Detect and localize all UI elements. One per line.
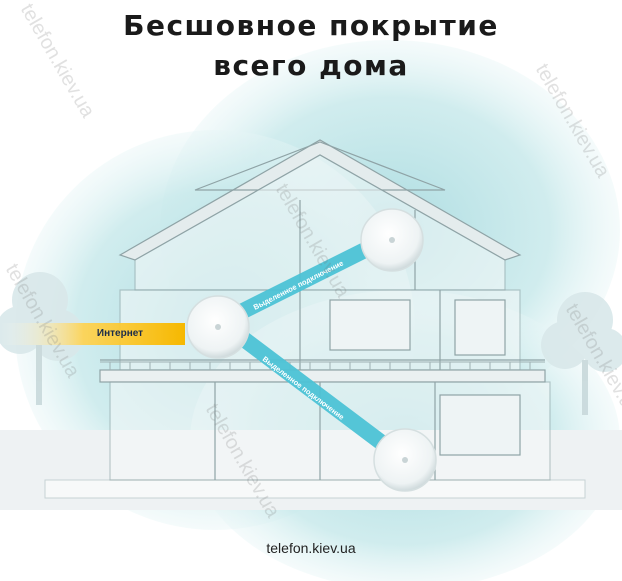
balcony-railing xyxy=(100,361,545,370)
title-line-1: Бесшовное покрытие xyxy=(123,9,499,42)
tree-right xyxy=(541,292,622,415)
footer-site: telefon.kiev.ua xyxy=(266,540,356,556)
mesh-node-middle xyxy=(186,295,250,359)
internet-label: Интернет xyxy=(96,328,144,339)
internet-band xyxy=(0,323,185,345)
mesh-node-bottom xyxy=(373,428,437,492)
title-line-2: всего дома xyxy=(213,49,409,82)
page-title: Бесшовное покрытие всего дома xyxy=(0,6,622,86)
foundation xyxy=(44,479,586,499)
mesh-node-top xyxy=(360,208,424,272)
